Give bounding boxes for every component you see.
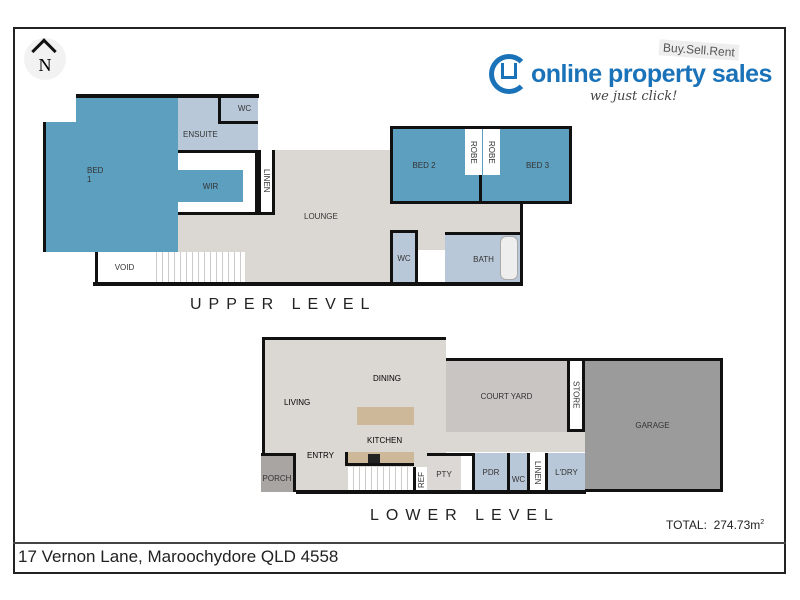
logo-name: online property sales	[531, 60, 772, 88]
footer-divider	[13, 542, 786, 544]
cooktop-icon	[368, 454, 380, 463]
label-bed1: BED 1	[87, 166, 104, 184]
room-porch: PORCH	[261, 453, 296, 492]
label-pdr: PDR	[482, 468, 500, 477]
room-courtyard: COURT YARD	[446, 358, 567, 432]
logo-tagline: we just click!	[590, 89, 678, 104]
label-robe2: ROBE	[469, 140, 478, 164]
upper-stairs	[151, 252, 245, 283]
label-ensuite: ENSUITE	[183, 130, 218, 139]
label-pty: PTY	[436, 469, 452, 479]
room-pty: PTY	[427, 453, 461, 492]
room-garage: GARAGE	[585, 358, 723, 492]
room-lower-linen: LINEN	[530, 453, 545, 492]
room-pdr: PDR	[475, 453, 507, 492]
label-kitchen: KITCHEN	[367, 436, 403, 445]
room-store: STORE	[567, 358, 585, 432]
logo-house-icon	[489, 54, 529, 94]
total-unit: 2	[760, 519, 765, 526]
label-porch: PORCH	[262, 473, 292, 483]
label-ensuite-wc: WC	[237, 104, 252, 113]
room-living-dining	[262, 337, 446, 492]
room-ref: REF	[413, 467, 427, 492]
label-entry: ENTRY	[307, 451, 334, 460]
label-upper-wc: WC	[397, 253, 411, 263]
room-bed1-west: BED 1	[45, 122, 105, 252]
label-dining: DINING	[373, 374, 401, 383]
wall	[43, 122, 46, 252]
label-courtyard: COURT YARD	[480, 392, 533, 401]
room-void: VOID	[95, 252, 151, 283]
label-lounge: LOUNGE	[304, 212, 338, 221]
label-bath: BATH	[473, 254, 494, 264]
label-living: LIVING	[284, 398, 311, 407]
total-area: TOTAL: 274.73m2	[666, 518, 764, 532]
label-wir: WIR	[202, 181, 219, 191]
room-ensuite-wc: WC	[218, 96, 258, 124]
room-upper-wc: WC	[390, 230, 418, 283]
label-garage: GARAGE	[635, 420, 670, 430]
corridor	[446, 432, 585, 452]
label-robe3: ROBE	[487, 140, 496, 164]
wall	[520, 203, 523, 283]
room-laundry: L'DRY	[545, 453, 585, 492]
label-store: STORE	[571, 381, 581, 409]
property-address: 17 Vernon Lane, Maroochydore QLD 4558	[18, 547, 339, 566]
label-bed2: BED 2	[412, 160, 436, 170]
total-label: TOTAL:	[666, 518, 707, 532]
total-value: 274.73m	[713, 518, 761, 532]
label-lower-wc: WC	[511, 475, 526, 484]
wall	[76, 94, 259, 98]
label-ref: REF	[417, 471, 426, 488]
logo-house-shape-icon	[501, 63, 517, 79]
room-robe2: ROBE	[465, 129, 482, 175]
label-void: VOID	[114, 263, 135, 272]
lower-level-title: LOWER LEVEL	[370, 507, 560, 524]
wall	[93, 282, 523, 286]
upper-level-title: UPPER LEVEL	[190, 296, 377, 313]
room-linen: LINEN	[258, 150, 275, 215]
kitchen-island	[357, 407, 414, 425]
bathtub-icon	[500, 236, 518, 280]
room-lower-cupboard	[461, 453, 475, 492]
label-linen: LINEN	[262, 169, 271, 193]
room-lower-wc: WC	[507, 453, 530, 492]
label-laundry: L'DRY	[555, 468, 578, 477]
label-lower-linen: LINEN	[533, 460, 542, 485]
label-bed3: BED 3	[525, 160, 550, 170]
room-robe3: ROBE	[483, 129, 500, 175]
room-upper-cupboard	[418, 250, 445, 283]
wall	[296, 490, 586, 494]
compass-label: N	[38, 55, 52, 75]
plan-frame	[13, 27, 786, 574]
north-compass: N	[24, 38, 66, 80]
room-wir: WIR	[178, 170, 243, 202]
lower-stairs	[348, 467, 413, 492]
